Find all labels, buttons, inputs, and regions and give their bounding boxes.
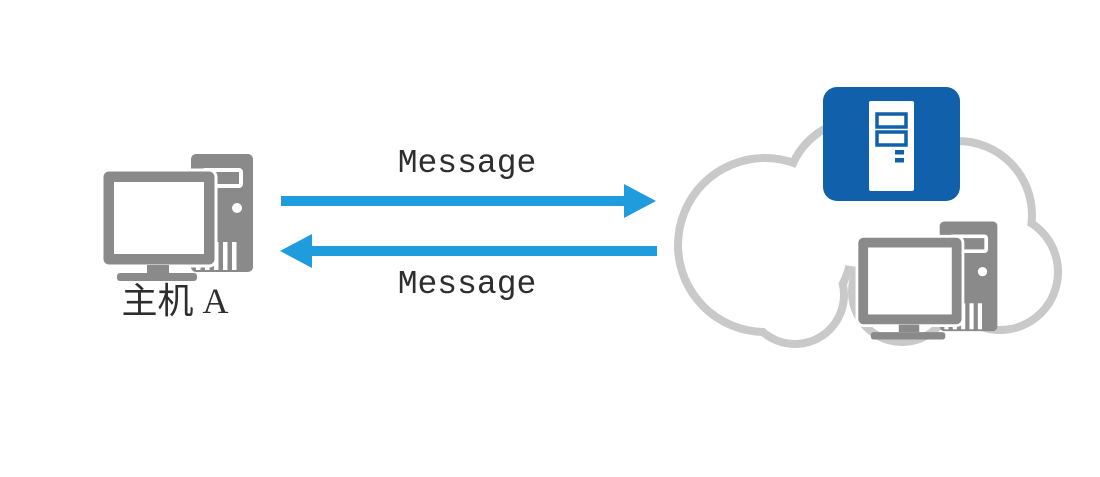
arrow-left-icon — [280, 234, 657, 268]
top-arrow-label: Message — [397, 145, 537, 182]
host-computer-icon — [100, 152, 255, 283]
message-arrows — [280, 184, 657, 268]
cloud-server-icon — [823, 87, 960, 201]
cloud-computer-icon — [855, 219, 1000, 342]
arrow-right-icon — [281, 184, 656, 218]
bottom-arrow-label: Message — [397, 266, 537, 303]
host-label: 主机 A — [121, 281, 229, 321]
